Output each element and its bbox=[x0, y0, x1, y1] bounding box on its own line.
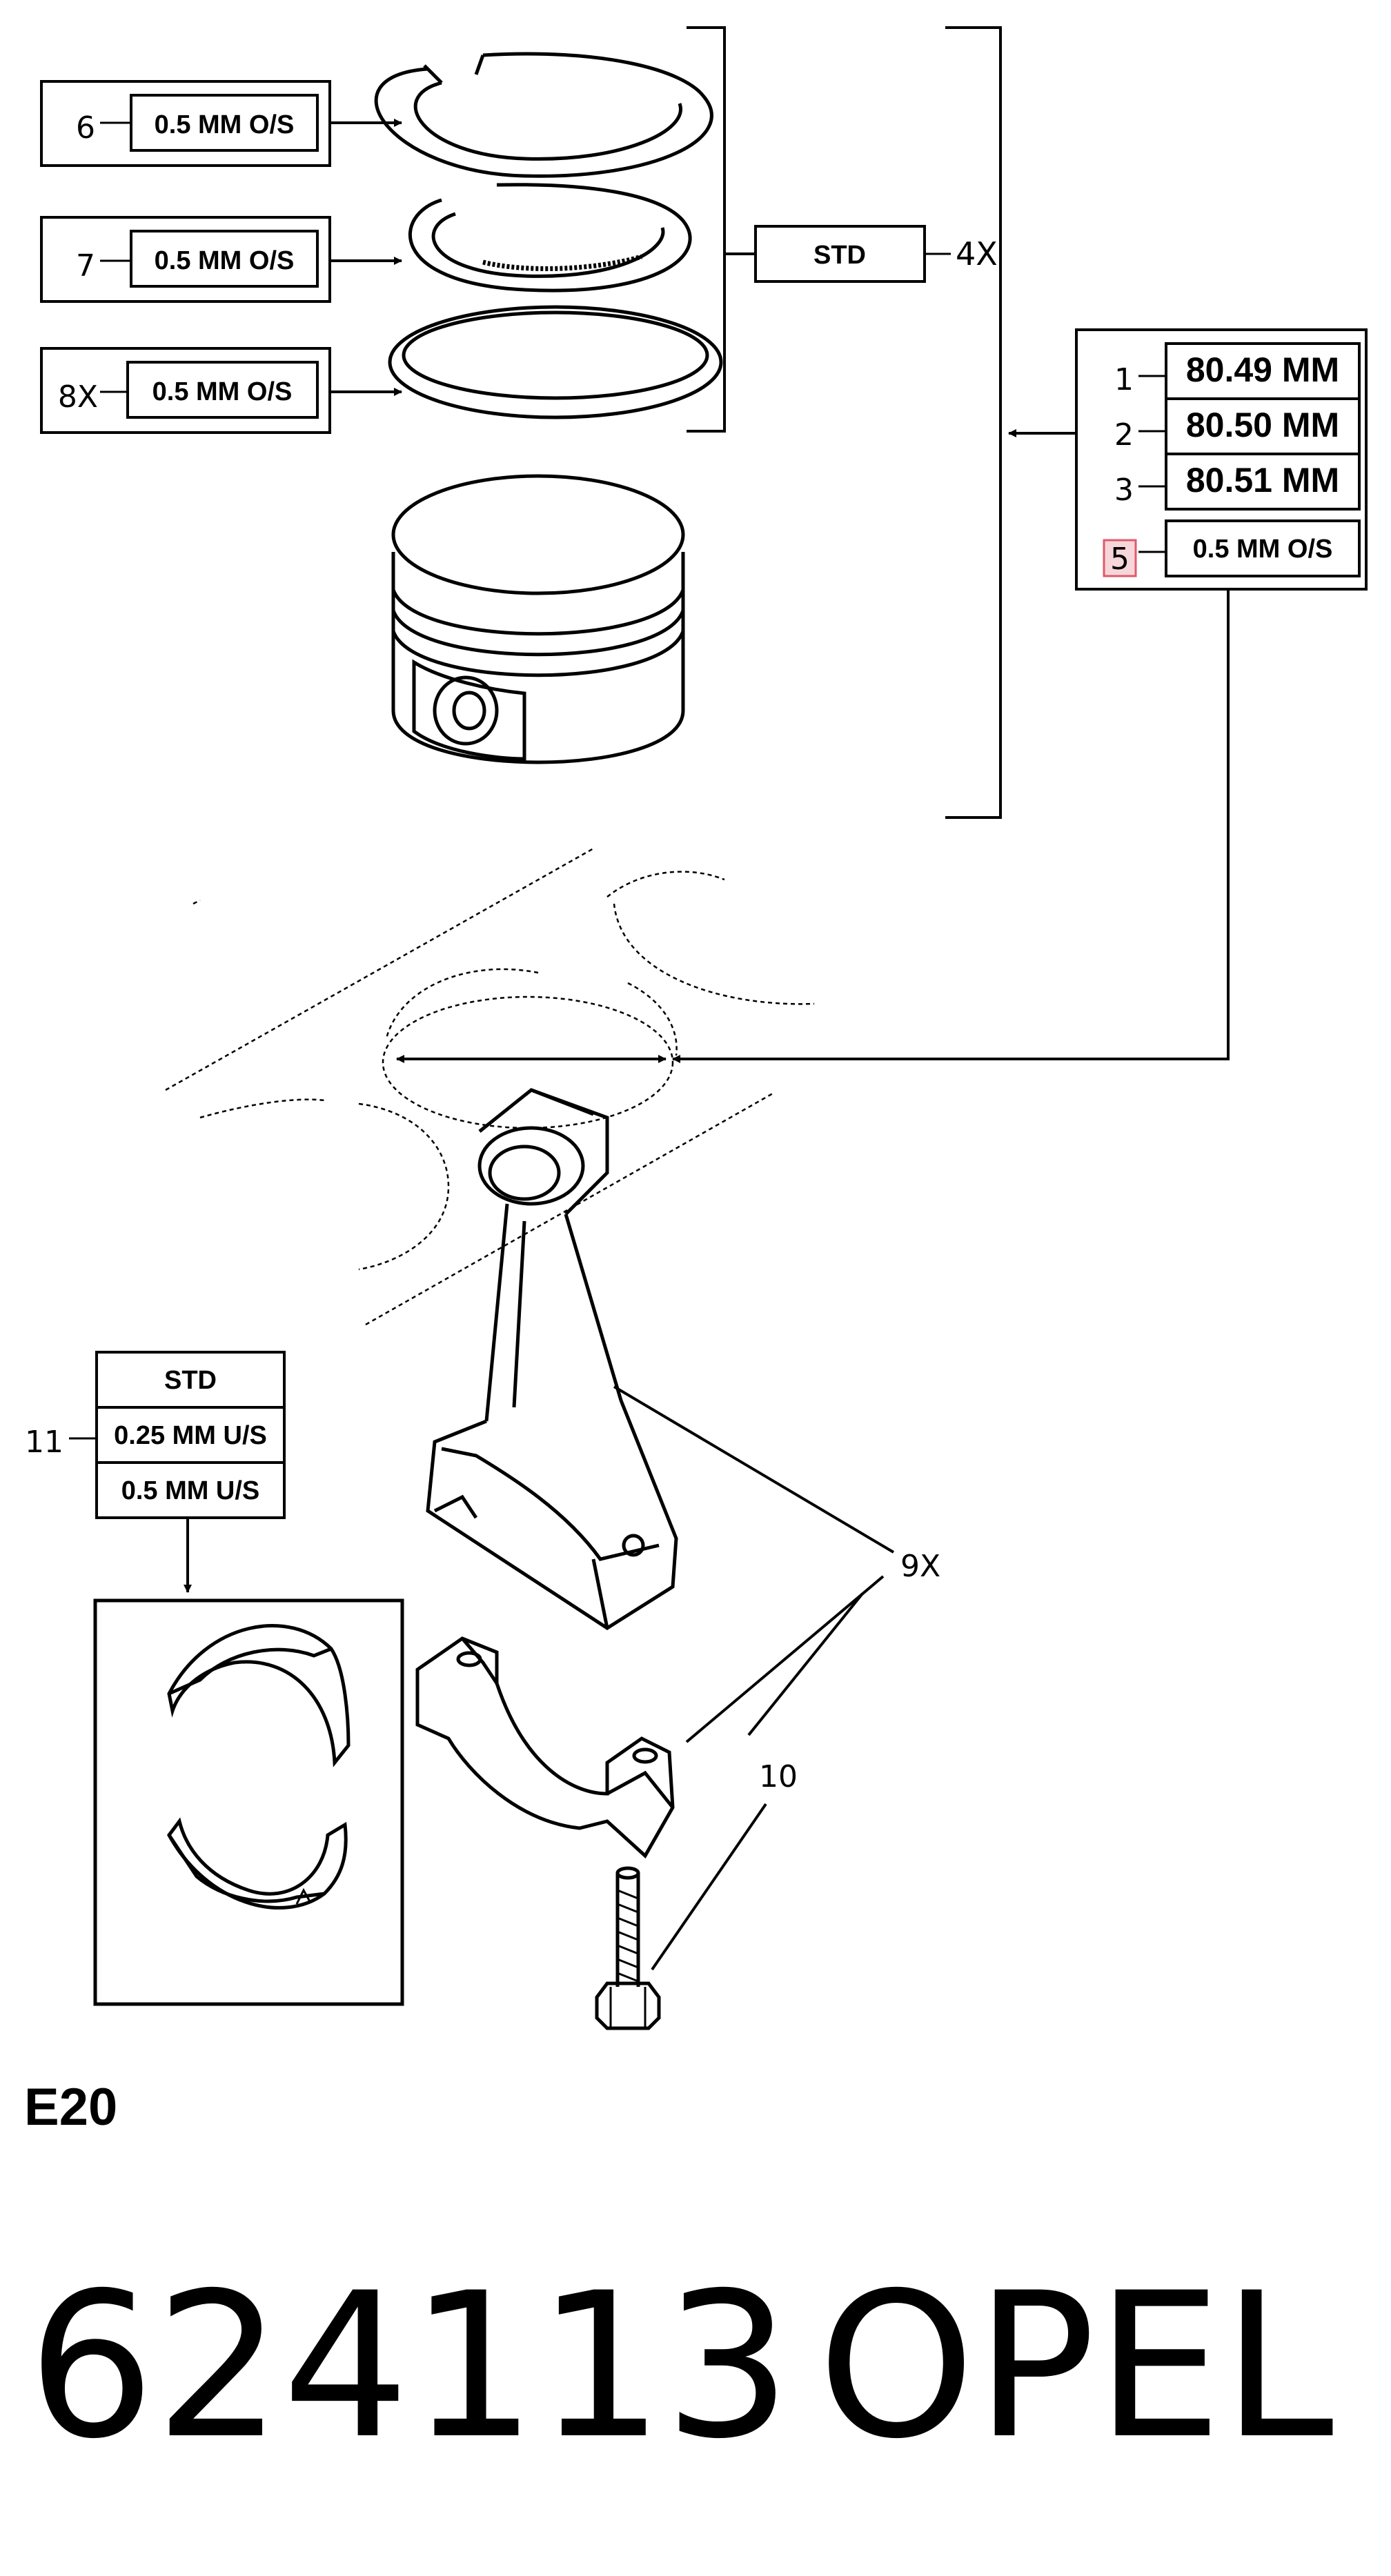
bearing-size-std: STD bbox=[164, 1366, 217, 1395]
cylinder-bore-bracket bbox=[945, 26, 1076, 819]
ring-callout-number: 6 bbox=[76, 110, 95, 146]
ring-spec-label: 0.5 MM O/S bbox=[155, 110, 295, 139]
engine-block-phantom bbox=[165, 847, 815, 1326]
bearing-size-table: STD 0.25 MM U/S 0.5 MM U/S 11 bbox=[25, 1351, 286, 1593]
bore-callout-5: 5 bbox=[1110, 542, 1129, 577]
engine-code: E20 bbox=[24, 2078, 117, 2137]
bore-size-value: 80.50 MM bbox=[1186, 406, 1339, 444]
bearing-size-025: 0.25 MM U/S bbox=[114, 1421, 267, 1450]
ring-set-qty: 4X bbox=[956, 235, 998, 273]
bore-callout-3: 3 bbox=[1114, 473, 1134, 508]
bore-size-value: 80.49 MM bbox=[1186, 350, 1339, 389]
ring-group-bracket bbox=[687, 26, 756, 433]
ring-callout-6: 6 0.5 MM O/S bbox=[40, 80, 402, 167]
bore-callout-1: 1 bbox=[1114, 362, 1134, 397]
ring-callout-number: 7 bbox=[76, 248, 95, 284]
connecting-rod-illustration bbox=[426, 1088, 678, 1630]
bore-callout-2: 2 bbox=[1114, 417, 1134, 453]
bearing-callout-number: 11 bbox=[25, 1425, 63, 1460]
bore-callout-5-highlight bbox=[1103, 539, 1137, 577]
bearing-shells-illustration bbox=[93, 1598, 404, 2006]
bore-leader-line bbox=[396, 589, 1230, 1063]
oil-ring-illustration bbox=[388, 305, 723, 419]
ring-callout-8x: 8X 0.5 MM O/S bbox=[40, 347, 402, 434]
bore-oversize-value: 0.5 MM O/S bbox=[1193, 535, 1333, 564]
ring-callout-number: 8X bbox=[58, 379, 98, 415]
bearing-size-05: 0.5 MM U/S bbox=[121, 1476, 260, 1505]
part-number: 624113 bbox=[28, 2250, 791, 2483]
conrod-qty-label: 9X bbox=[900, 1549, 940, 1584]
brand-name: OPEL bbox=[818, 2250, 1334, 2483]
ring-spec-label: 0.5 MM O/S bbox=[155, 246, 295, 275]
bore-size-value: 80.51 MM bbox=[1186, 461, 1339, 499]
ring-set-callout: STD 4X bbox=[754, 225, 998, 283]
rod-bolt-illustration bbox=[595, 1866, 661, 2030]
rod-cap-illustration bbox=[415, 1636, 675, 1859]
part-leader-lines bbox=[613, 1385, 895, 1971]
middle-ring-illustration bbox=[408, 183, 692, 293]
ring-set-spec: STD bbox=[813, 241, 866, 270]
ring-spec-label: 0.5 MM O/S bbox=[152, 377, 293, 406]
bolt-callout-label: 10 bbox=[759, 1759, 798, 1794]
bore-size-table: 1 2 3 5 80.49 MM 80.50 MM 80.51 MM 0.5 M… bbox=[1075, 328, 1368, 591]
ring-callout-7: 7 0.5 MM O/S bbox=[40, 216, 402, 303]
top-ring-illustration bbox=[374, 52, 713, 178]
piston-illustration bbox=[391, 474, 685, 764]
